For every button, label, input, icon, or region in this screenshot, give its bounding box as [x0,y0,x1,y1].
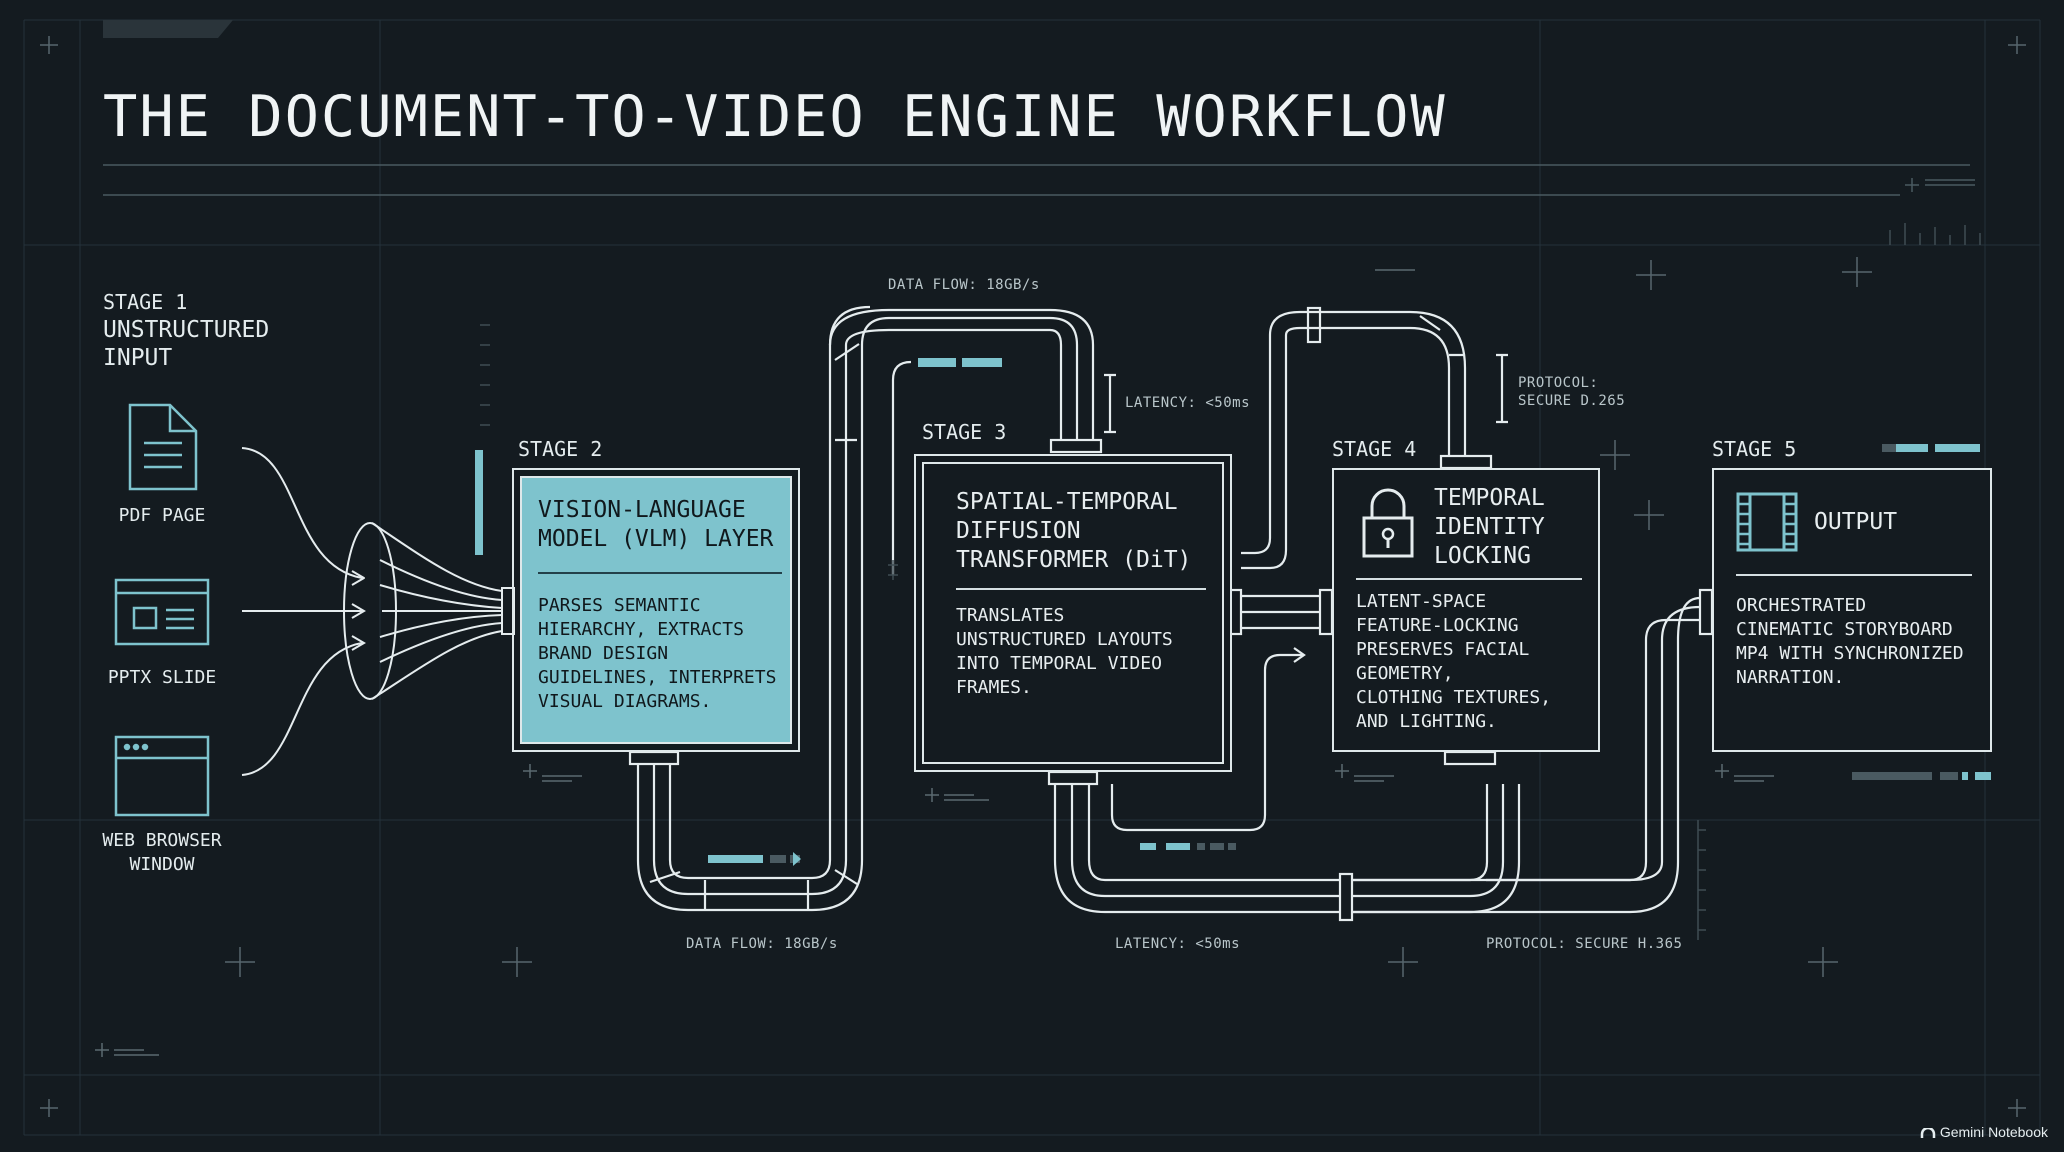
stage3-body: TRANSLATES UNSTRUCTURED LAYOUTS INTO TEM… [956,605,1173,698]
annotation-latency-bottom: LATENCY: <50ms [1115,936,1241,952]
stage5-body: ORCHESTRATED CINEMATIC STORYBOARD MP4 WI… [1736,595,1964,688]
background-grid [23,19,2041,1136]
stage2-title: VISION-LANGUAGE MODEL (VLM) LAYER [538,497,774,552]
document-icon [128,403,198,491]
film-strip-icon [1736,492,1798,552]
annotation-data-flow-bottom: DATA FLOW: 18GB/s [686,936,838,952]
slide-icon [114,578,210,646]
input-browser-label: WEB BROWSER WINDOW [102,830,222,875]
annotation-latency-top: LATENCY: <50ms [1125,395,1251,411]
stage3-divider [956,588,1206,590]
accent-dashes [475,358,1991,866]
stage3-title: SPATIAL-TEMPORAL DIFFUSION TRANSFORMER (… [956,489,1192,573]
annotation-protocol-top-line1: PROTOCOL: [1518,375,1599,391]
header-rules [103,164,1975,196]
notebook-logo-icon [1920,1127,1936,1139]
stage1-title-line1: UNSTRUCTURED [103,317,270,343]
input-arrows [241,447,366,776]
annotation-data-flow-top: DATA FLOW: 18GB/s [888,277,1040,293]
stage1-label: STAGE 1 [103,290,188,314]
deco-marks [95,269,1774,1057]
corner-crosshairs [40,36,2026,1117]
stage4-divider [1356,578,1582,580]
input-funnel [343,522,515,700]
annotation-protocol-bottom: PROTOCOL: SECURE H.365 [1486,936,1683,952]
top-left-tab [103,20,233,38]
stage4-body: LATENT-SPACE FEATURE-LOCKING PRESERVES F… [1356,591,1552,732]
stage3-label: STAGE 3 [922,420,1007,444]
pipe-network [628,305,1714,922]
ruler-ticks [480,223,1981,940]
stage5-box: OUTPUT ORCHESTRATED CINEMATIC STORYBOARD… [1712,468,1992,752]
stage2-label: STAGE 2 [518,437,603,461]
stage2-body: PARSES SEMANTIC HIERARCHY, EXTRACTS BRAN… [538,595,777,712]
stage2-fill [520,476,792,744]
stage2-divider [538,572,782,574]
annotation-protocol-top-line2: SECURE D.265 [1518,393,1626,409]
input-pptx-label: PPTX SLIDE [107,667,217,688]
stage4-box: TEMPORAL IDENTITY LOCKING LATENT-SPACE F… [1332,468,1600,752]
stage5-label: STAGE 5 [1712,437,1797,461]
stage4-label: STAGE 4 [1332,437,1417,461]
stage4-title: TEMPORAL IDENTITY LOCKING [1434,485,1545,569]
stage2-box: VISION-LANGUAGE MODEL (VLM) LAYER PARSES… [512,468,800,752]
page-title: THE DOCUMENT-TO-VIDEO ENGINE WORKFLOW [103,84,1447,150]
stage5-title: OUTPUT [1814,509,1898,535]
input-pdf-label: PDF PAGE [118,505,206,526]
padlock-icon [1362,488,1414,558]
watermark-text: Gemini Notebook [1939,1124,2048,1140]
stage1-title-line2: INPUT [103,345,173,371]
stage3-inner-frame [922,462,1224,764]
watermark: Gemini Notebook [1920,1124,2048,1140]
stage3-box: SPATIAL-TEMPORAL DIFFUSION TRANSFORMER (… [914,454,1232,772]
browser-window-icon [114,735,210,817]
stage5-divider [1736,574,1972,576]
